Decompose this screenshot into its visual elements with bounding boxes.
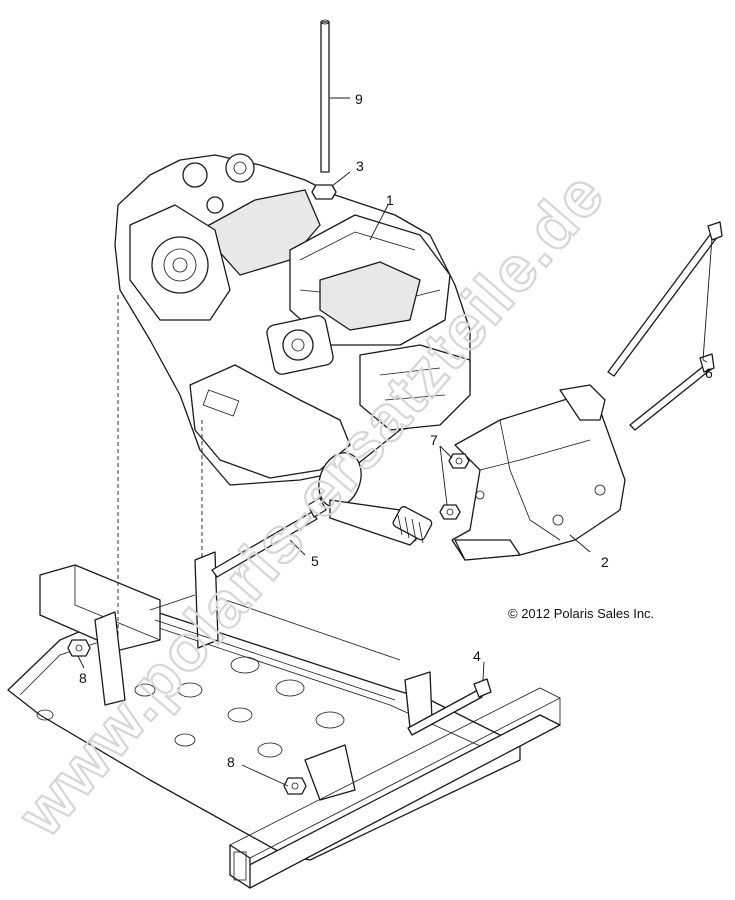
callout-6: 6	[705, 365, 713, 381]
nuts-part-8	[67, 639, 307, 795]
leader-lines	[77, 97, 713, 787]
bolts-part-6	[607, 221, 723, 431]
nuts-part-7	[439, 453, 470, 520]
callout-2: 2	[601, 554, 609, 570]
callout-8-front: 8	[79, 670, 87, 686]
shaft-part-9	[320, 19, 330, 173]
callout-7: 7	[430, 432, 438, 448]
copyright-notice: © 2012 Polaris Sales Inc.	[508, 606, 654, 621]
callout-4: 4	[473, 648, 481, 664]
transmission-assembly	[114, 153, 471, 546]
callout-1: 1	[386, 192, 394, 208]
bolt-part-4	[407, 678, 492, 736]
callout-8-rear: 8	[227, 754, 235, 770]
callouts: 1 2 3 4 5 6 7 8 8 9	[79, 91, 713, 770]
callout-3: 3	[356, 158, 364, 174]
alignment-lines	[117, 295, 203, 640]
frame-assembly	[7, 551, 561, 889]
nut-part-3	[311, 184, 337, 200]
mount-bracket	[451, 384, 626, 561]
bolt-part-5	[211, 497, 327, 578]
callout-9: 9	[355, 91, 363, 107]
callout-5: 5	[311, 553, 319, 569]
